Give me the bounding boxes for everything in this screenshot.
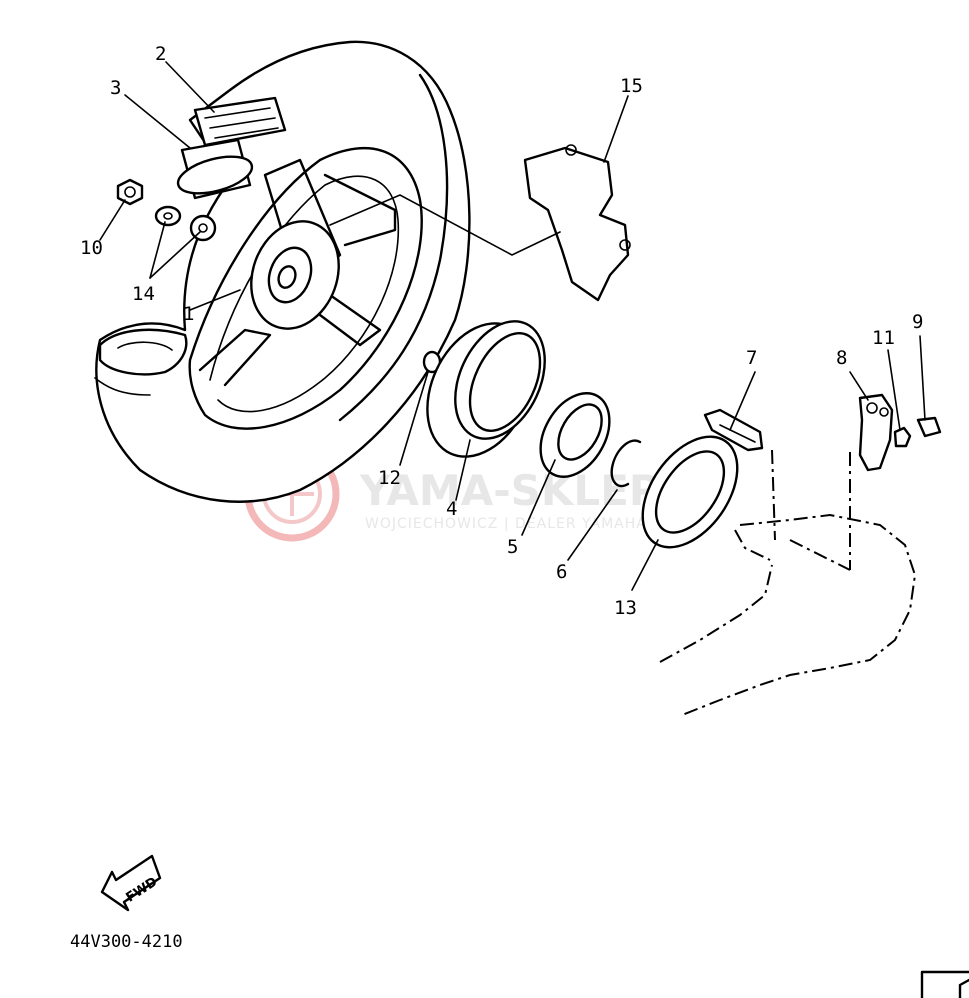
label-8: 8	[836, 347, 847, 369]
label-2: 2	[155, 43, 166, 65]
label-12: 12	[378, 467, 401, 489]
nut	[116, 178, 144, 206]
label-7: 7	[746, 347, 757, 369]
label-13: 13	[614, 597, 637, 619]
label-1: 1	[183, 303, 194, 325]
fwd-arrow-icon: FWD	[100, 854, 162, 912]
arm-bolt	[916, 416, 942, 438]
corner-frame	[920, 970, 969, 998]
part-labels: 1 2 3 4 5 6 7 8 9 10 11 12 13 14 15	[80, 43, 923, 619]
label-5: 5	[507, 536, 518, 558]
label-6: 6	[556, 561, 567, 583]
oil-seal	[641, 435, 739, 549]
meter-gear	[539, 392, 611, 478]
cam-bolt	[703, 408, 764, 452]
label-10: 10	[80, 237, 103, 259]
brake-plate	[523, 144, 631, 302]
brake-drum	[426, 320, 546, 458]
brake-arm	[858, 393, 894, 472]
label-4: 4	[446, 498, 457, 520]
circlip	[610, 439, 642, 488]
arm-nut	[893, 426, 912, 448]
label-3: 3	[110, 77, 121, 99]
valve-stem	[176, 138, 254, 200]
watermark-subtitle: WOJCIECHOWICZ | DEALER YAMAHA	[365, 516, 647, 532]
diagram-code: 44V300-4210	[70, 932, 183, 952]
leader-lines	[99, 61, 926, 591]
label-9: 9	[912, 311, 923, 333]
tire	[94, 40, 471, 503]
label-14: 14	[132, 283, 155, 305]
label-15: 15	[620, 75, 643, 97]
label-11: 11	[872, 327, 895, 349]
engine-outline	[659, 449, 917, 716]
tread-block	[193, 96, 287, 147]
